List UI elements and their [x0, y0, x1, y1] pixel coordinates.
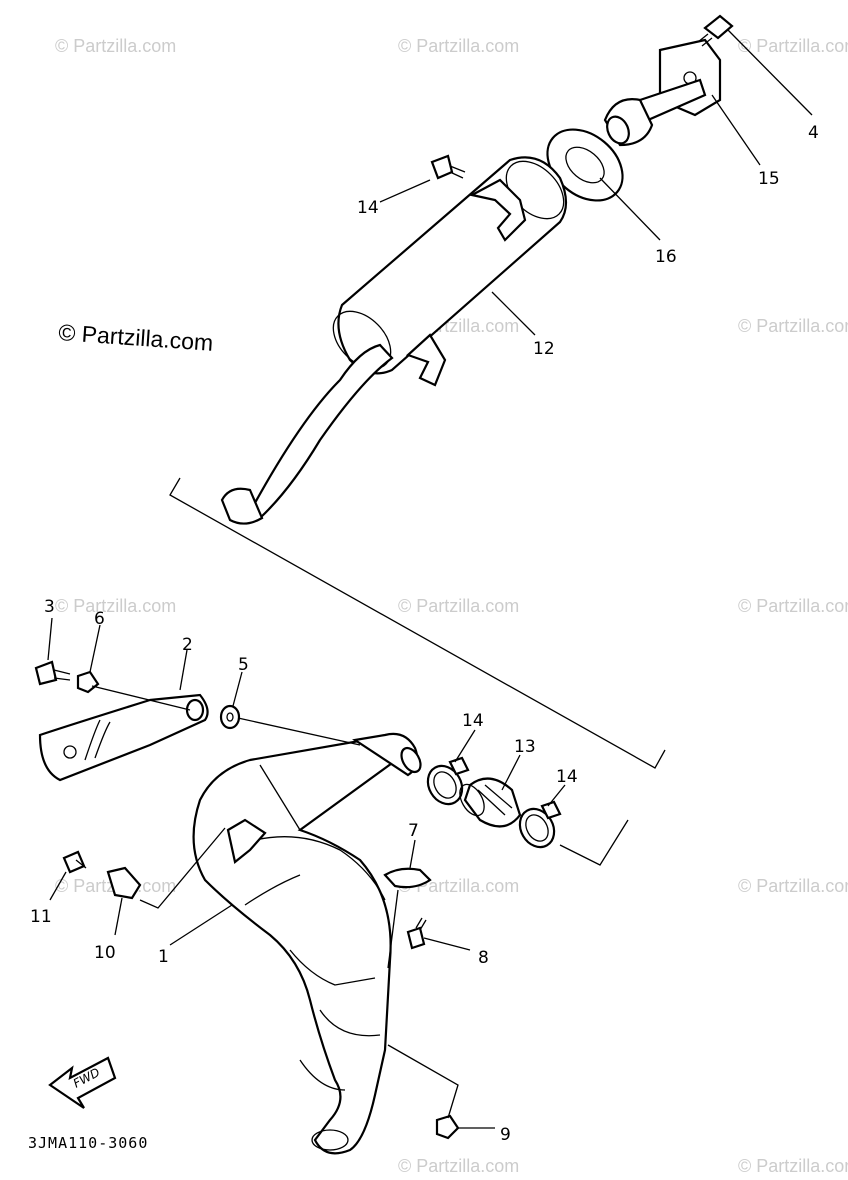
callout-15: 14 — [357, 198, 379, 218]
bolt-4-part — [697, 14, 734, 47]
bolt-8-part — [406, 917, 427, 950]
chamber-assembly — [34, 660, 562, 1155]
watermark: © Partzilla.com — [398, 36, 519, 56]
watermark: © Partzilla.com — [55, 36, 176, 56]
callout-14: 14 — [462, 711, 484, 731]
leader-lines — [47, 29, 813, 1129]
clamp-14-part — [426, 756, 470, 806]
fwd-arrow-icon: FWD — [48, 1056, 117, 1109]
watermark: © Partzilla.com — [738, 316, 848, 336]
callout-7: 7 — [408, 821, 419, 841]
watermark: © Partzilla.com — [55, 596, 176, 616]
nut-6-part — [76, 670, 100, 694]
watermark: © Partzilla.com — [738, 1156, 848, 1176]
bolt-3-part — [34, 660, 71, 686]
watermark-main: © Partzilla.com — [58, 319, 214, 356]
part-code: 3JMA110-3060 — [28, 1134, 148, 1152]
muffler-part — [220, 156, 568, 525]
callout-16: 15 — [758, 169, 780, 189]
callout-17: 16 — [655, 247, 677, 267]
watermarks: © Partzilla.com © Partzilla.com © Partzi… — [55, 36, 848, 1176]
washer-5-part — [219, 704, 241, 730]
watermark: © Partzilla.com — [738, 876, 848, 896]
callout-13: 13 — [514, 737, 536, 757]
callout-11: 11 — [30, 907, 52, 927]
callout-6: 6 — [94, 609, 105, 629]
nut-9-part — [435, 1114, 460, 1140]
callout-12: 12 — [533, 339, 555, 359]
silencer-assembly — [220, 14, 734, 525]
callout-3: 3 — [44, 597, 55, 617]
callout-2: 2 — [182, 635, 193, 655]
clamp-14-part — [518, 800, 562, 849]
watermark: © Partzilla.com — [398, 596, 519, 616]
callout-14: 14 — [556, 767, 578, 787]
watermark: © Partzilla.com — [398, 1156, 519, 1176]
joint-13-part — [459, 777, 522, 828]
expansion-chamber-part — [192, 738, 413, 1155]
callout-9: 9 — [500, 1125, 511, 1145]
routing-line — [169, 477, 666, 769]
callout-5: 5 — [238, 655, 249, 675]
tailpipe-part — [603, 38, 722, 147]
watermark: © Partzilla.com — [738, 596, 848, 616]
bracket-10-part — [106, 866, 142, 900]
callout-8: 8 — [478, 948, 489, 968]
damper-7-part — [383, 867, 432, 889]
routing-line — [559, 819, 629, 866]
bolt-11-part — [62, 850, 87, 874]
bolt-15-part — [430, 154, 466, 180]
stay-part — [38, 693, 209, 782]
watermark: © Partzilla.com — [738, 36, 848, 56]
callout-1: 1 — [158, 947, 169, 967]
callout-4: 4 — [808, 123, 819, 143]
callouts: 4 15 16 14 12 3 6 2 5 14 13 14 7 8 9 11 … — [30, 123, 819, 1145]
callout-10: 10 — [94, 943, 116, 963]
